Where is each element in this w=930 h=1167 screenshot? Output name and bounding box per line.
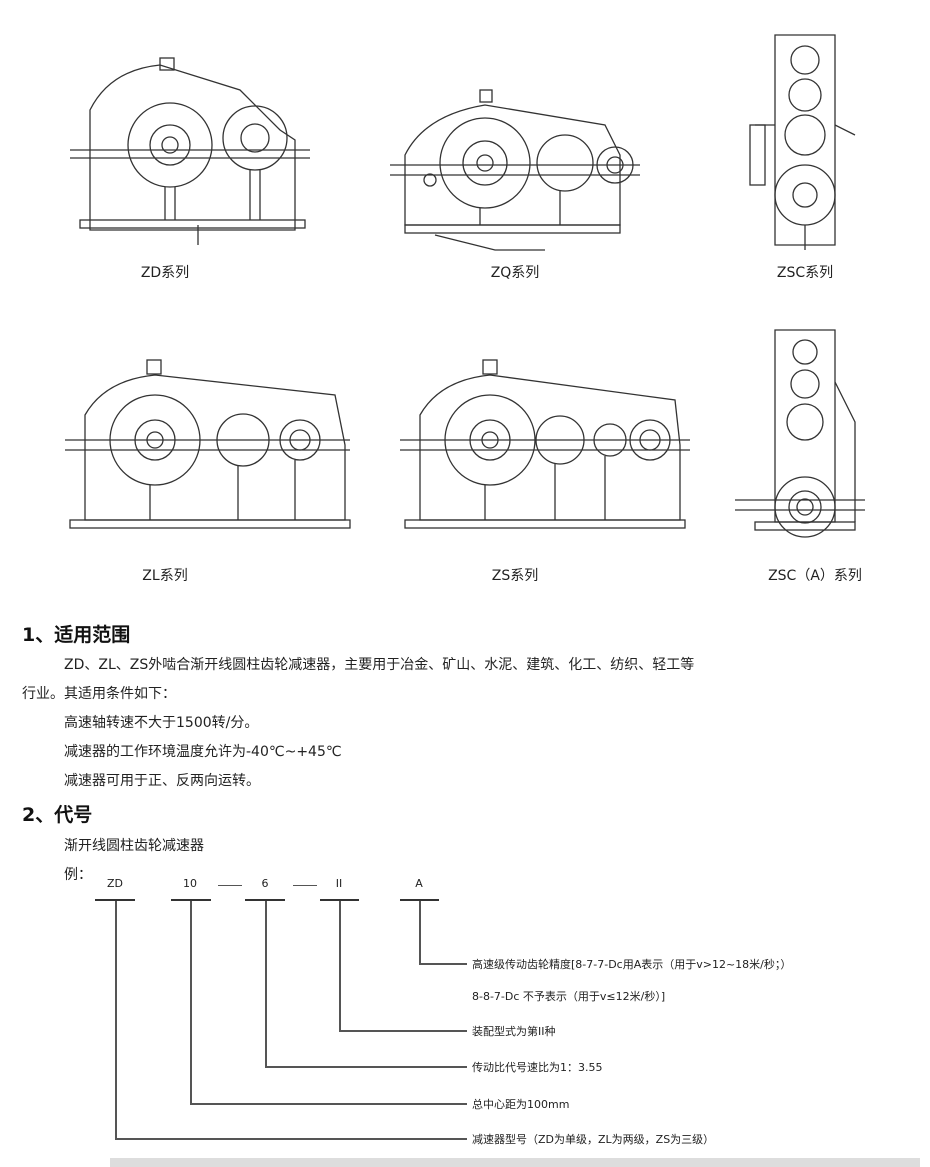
leader-line xyxy=(190,901,192,1104)
example-label: 例： xyxy=(64,867,92,883)
explanation-zd: 减速器型号（ZD为单级，ZL为两级，ZS为三级） xyxy=(472,1133,715,1146)
section-2-heading: 2、代号 xyxy=(22,804,93,826)
explanation-a-line2: 8-8-7-Dc 不予表示（用于v≤12米/秒）] xyxy=(472,990,666,1003)
section-1-paragraph-line: 行业。其适用条件如下： xyxy=(22,686,176,702)
explanation-ii: 装配型式为第II种 xyxy=(472,1025,556,1038)
leader-line xyxy=(265,901,267,1067)
leader-line xyxy=(339,901,341,1031)
underline xyxy=(171,899,211,901)
code-6: 6 xyxy=(261,877,269,890)
underline xyxy=(320,899,359,901)
explanation-6: 传动比代号速比为1：3.55 xyxy=(472,1061,603,1074)
dash xyxy=(293,885,317,886)
figure-caption: ZL系列 xyxy=(142,568,188,584)
underline xyxy=(400,899,439,901)
condition-item: 高速轴转速不大于1500转/分。 xyxy=(64,715,259,731)
zsc-a-series-drawing xyxy=(735,322,875,556)
zd-series-drawing xyxy=(60,50,320,254)
leader-line xyxy=(339,1030,467,1032)
explanation-a-line1: 高速级传动齿轮精度[8-7-7-Dc用A表示（用于v>12~18米/秒；） xyxy=(472,958,792,971)
section-1-heading: 1、适用范围 xyxy=(22,624,131,646)
code-ii: II xyxy=(335,877,343,890)
figure-caption: ZD系列 xyxy=(140,265,190,281)
leader-line xyxy=(419,901,421,964)
condition-item: 减速器可用于正、反两向运转。 xyxy=(64,773,260,789)
zl-series-drawing xyxy=(55,355,355,539)
bottom-divider xyxy=(110,1158,920,1167)
figure-caption: ZSC（A）系列 xyxy=(768,568,862,584)
explanation-10: 总中心距为100mm xyxy=(472,1098,570,1111)
leader-line xyxy=(115,901,117,1139)
condition-item: 减速器的工作环境温度允许为-40℃~+45℃ xyxy=(64,744,342,760)
code-a: A xyxy=(415,877,423,890)
underline xyxy=(95,899,135,901)
underline xyxy=(245,899,285,901)
leader-line xyxy=(265,1066,467,1068)
leader-line xyxy=(190,1103,467,1105)
zs-series-drawing xyxy=(395,355,695,539)
dash xyxy=(218,885,242,886)
section-2-subtitle: 渐开线圆柱齿轮减速器 xyxy=(64,838,204,854)
code-10: 10 xyxy=(183,877,197,890)
code-zd: ZD xyxy=(106,877,124,890)
section-1-paragraph-line: ZD、ZL、ZS外啮合渐开线圆柱齿轮减速器，主要用于冶金、矿山、水泥、建筑、化工… xyxy=(64,657,695,673)
zsc-series-drawing xyxy=(745,25,865,259)
figure-caption: ZS系列 xyxy=(491,568,539,584)
figure-caption: ZSC系列 xyxy=(776,265,834,281)
zq-series-drawing xyxy=(385,85,645,259)
figure-caption: ZQ系列 xyxy=(490,265,540,281)
leader-line xyxy=(419,963,467,965)
leader-line xyxy=(115,1138,467,1140)
